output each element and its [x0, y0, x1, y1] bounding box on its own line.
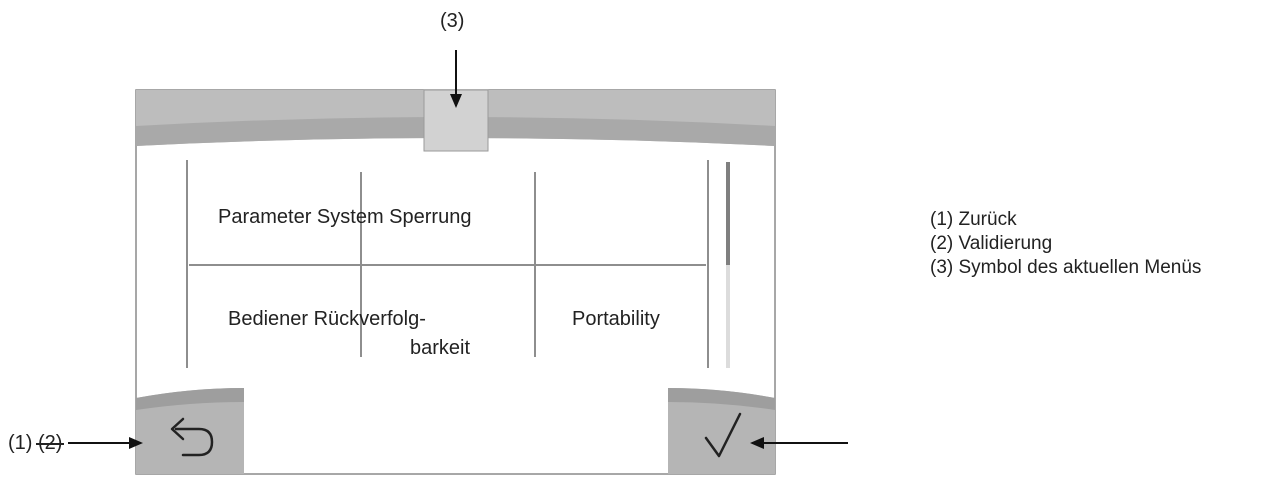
legend: (1) Zurück (2) Validierung (3) Symbol de…	[930, 208, 1201, 280]
callout-1-text: (1)	[8, 432, 33, 454]
menu-grid-lines	[186, 160, 709, 368]
scrollbar-thumb[interactable]	[726, 162, 730, 265]
callout-1-label: (1) (2)	[8, 432, 65, 454]
menu-item-bediener-rueckverfolgbarkeit-line2[interactable]: barkeit	[410, 337, 471, 359]
callout-3-label: (3)	[440, 10, 465, 32]
menu-item-bediener-rueckverfolgbarkeit-line1[interactable]: Bediener Rückverfolg-	[228, 308, 426, 330]
back-arrow-icon	[170, 417, 214, 457]
checkmark-icon	[704, 412, 742, 458]
legend-item-validate: (2) Validierung	[930, 233, 1053, 254]
menu-item-parameter-system-sperrung[interactable]: Parameter System Sperrung	[218, 206, 472, 228]
back-button[interactable]	[136, 388, 244, 474]
validate-button[interactable]	[668, 388, 775, 474]
scrollbar[interactable]	[726, 162, 730, 368]
callout-2-text: (2)	[35, 432, 65, 454]
legend-item-current-menu-symbol: (3) Symbol des aktuellen Menüs	[930, 257, 1202, 278]
menu-item-portability[interactable]: Portability	[572, 308, 660, 330]
legend-item-back: (1) Zurück	[930, 209, 1017, 230]
